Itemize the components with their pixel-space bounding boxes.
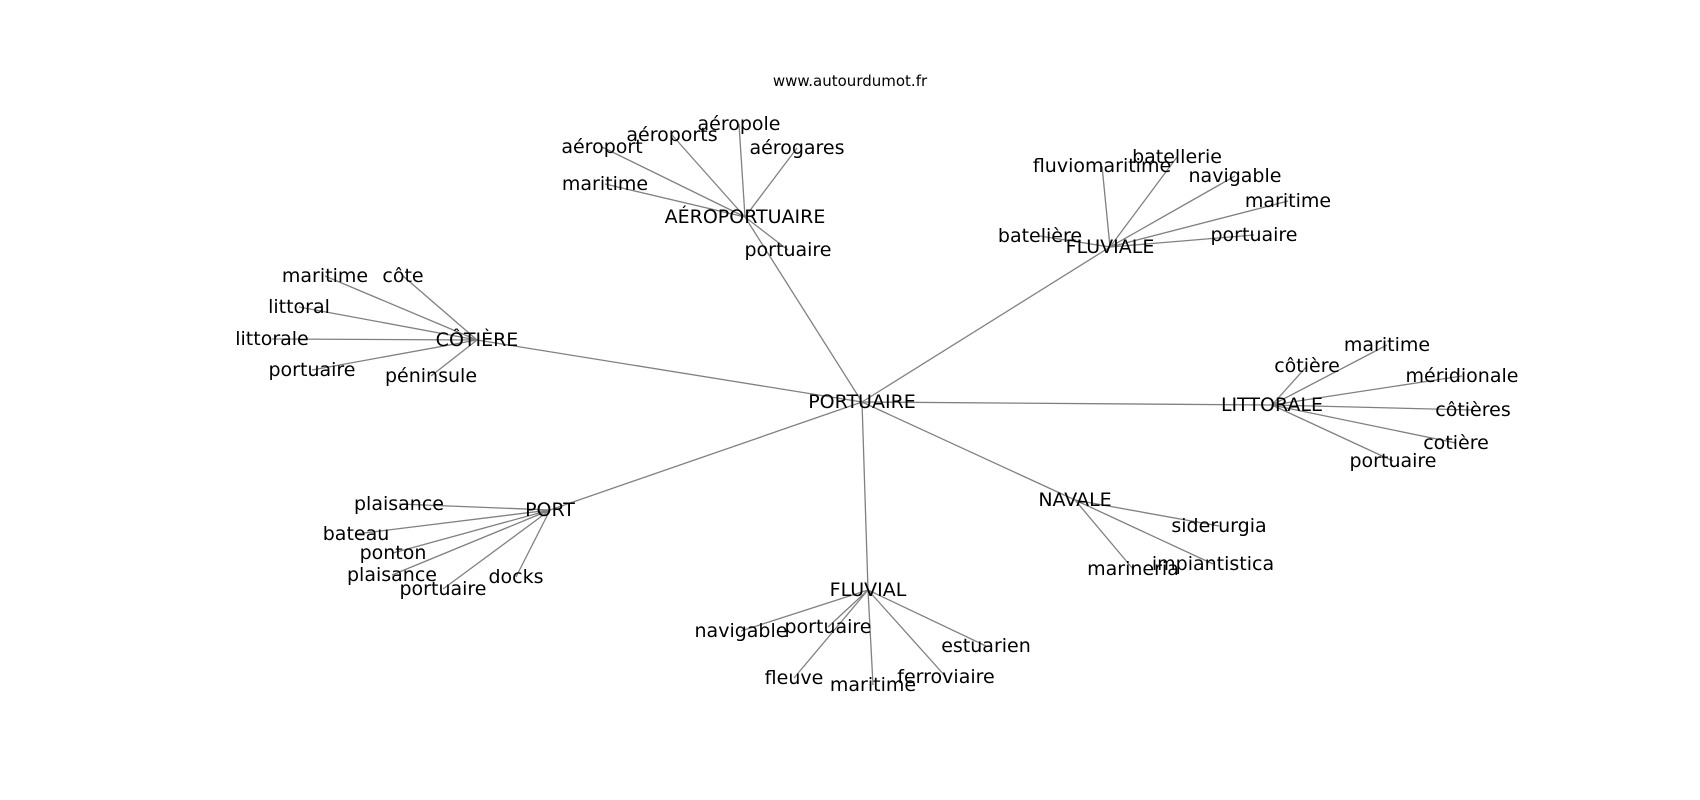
hub-node-label[interactable]: LITTORALE [1221,394,1323,416]
root-node-label[interactable]: PORTUAIRE [808,391,916,413]
word-node-label[interactable]: cotière [1423,432,1489,454]
word-node-label[interactable]: docks [488,566,543,588]
edge-hub-to-word [298,306,478,341]
edge-hub-to-word [1074,499,1134,570]
edge-root-to-hub [861,401,1076,501]
word-node-label[interactable]: marineria [1087,558,1179,580]
edge-hub-to-word [601,146,746,218]
word-node-label[interactable]: ferroviaire [897,666,994,688]
word-node-label[interactable]: aéroports [626,124,717,146]
word-node-label[interactable]: portuaire [1350,450,1437,472]
edge-hub-to-word [324,275,478,341]
edge-hub-to-word [1039,235,1111,248]
word-node-label[interactable]: aéroport [561,136,642,158]
word-node-label[interactable]: bateau [323,523,390,545]
word-node-label[interactable]: aérogares [749,137,844,159]
word-node-label[interactable]: batelière [998,225,1082,247]
edges-layer [271,123,1474,686]
edge-hub-to-word [271,338,478,341]
edge-hub-to-word [1074,499,1214,565]
word-node-label[interactable]: littoral [268,296,330,318]
word-node-label[interactable]: navigable [695,620,788,642]
edge-hub-to-word [1109,200,1289,248]
edge-hub-to-word [430,339,478,377]
word-node-label[interactable]: maritime [562,173,648,195]
edge-hub-to-word [867,589,947,678]
word-node-label[interactable]: portuaire [745,239,832,261]
edge-hub-to-word [1271,375,1463,406]
edge-hub-to-word [1271,344,1388,406]
word-node-label[interactable]: fluviomaritime [1033,155,1171,177]
word-node-label[interactable]: portuaire [400,578,487,600]
edge-hub-to-word [827,589,869,628]
edge-hub-to-word [311,339,478,371]
word-node-label[interactable]: plaisance [347,564,437,586]
edge-hub-to-word [1271,404,1394,462]
edge-hub-to-word [1109,175,1236,248]
hub-node-label[interactable]: AÉROPORTUAIRE [665,205,826,228]
word-node-label[interactable]: maritime [282,265,368,287]
edge-root-to-hub [861,401,869,591]
edge-hub-to-word [515,509,551,578]
edge-hub-to-word [740,589,869,632]
hub-node-label[interactable]: FLUVIAL [830,579,907,601]
edge-hub-to-word [867,589,874,686]
edge-hub-to-word [1271,404,1474,411]
edge-hub-to-word [744,147,798,218]
word-node-label[interactable]: aéropole [697,113,780,135]
edge-hub-to-word [793,589,869,679]
word-node-label[interactable]: portuaire [269,359,356,381]
edge-hub-to-word [604,183,746,218]
word-node-label[interactable]: maritime [1245,190,1331,212]
edge-hub-to-word [1109,156,1178,248]
edge-hub-to-word [391,509,551,576]
edge-hub-to-word [1109,234,1255,248]
word-node-label[interactable]: péninsule [385,365,477,387]
word-node-label[interactable]: côtières [1435,399,1510,421]
word-node-label[interactable]: littorale [235,328,309,350]
word-node-label[interactable]: estuarien [941,635,1031,657]
edge-hub-to-word [671,134,746,218]
hub-node-label[interactable]: CÔTIÈRE [436,327,519,351]
edge-hub-to-word [1101,165,1111,248]
word-node-label[interactable]: maritime [830,674,916,696]
word-node-label[interactable]: méridionale [1406,365,1519,387]
word-node-label[interactable]: portuaire [785,616,872,638]
word-node-label[interactable]: impiantistica [1152,553,1274,575]
source-watermark: www.autourdumot.fr [772,72,928,90]
edge-root-to-hub [744,216,863,403]
word-node-label[interactable]: ponton [360,542,427,564]
word-node-label[interactable]: navigable [1189,165,1282,187]
edge-root-to-hub [861,246,1111,403]
word-node-label[interactable]: fleuve [765,667,824,689]
edge-hub-to-word [402,275,478,341]
edge-hub-to-word [738,123,746,218]
edge-hub-to-word [1271,404,1457,444]
word-node-label[interactable]: côtière [1274,355,1340,377]
hub-node-label[interactable]: FLUVIALE [1066,236,1155,258]
edge-hub-to-word [398,503,551,511]
hub-node-label[interactable]: NAVALE [1038,489,1111,511]
edge-hub-to-word [392,509,551,554]
edge-hub-to-word [1074,499,1220,527]
word-node-label[interactable]: batellerie [1132,146,1222,168]
edge-hub-to-word [744,216,789,251]
word-node-label[interactable]: maritime [1344,334,1430,356]
labels-layer: PORTUAIREAÉROPORTUAIREaéroportaéroportsa… [235,113,1518,696]
edge-root-to-hub [861,401,1273,406]
edge-hub-to-word [442,509,551,590]
edge-root-to-hub [476,339,863,403]
edge-hub-to-word [1271,365,1308,406]
word-node-label[interactable]: siderurgia [1171,515,1266,537]
word-node-label[interactable]: portuaire [1211,224,1298,246]
hub-node-label[interactable]: PORT [525,499,575,521]
edge-hub-to-word [867,589,987,647]
edge-hub-to-word [355,509,551,535]
edge-root-to-hub [549,401,863,511]
word-node-label[interactable]: côte [382,265,423,287]
word-node-label[interactable]: plaisance [354,493,444,515]
